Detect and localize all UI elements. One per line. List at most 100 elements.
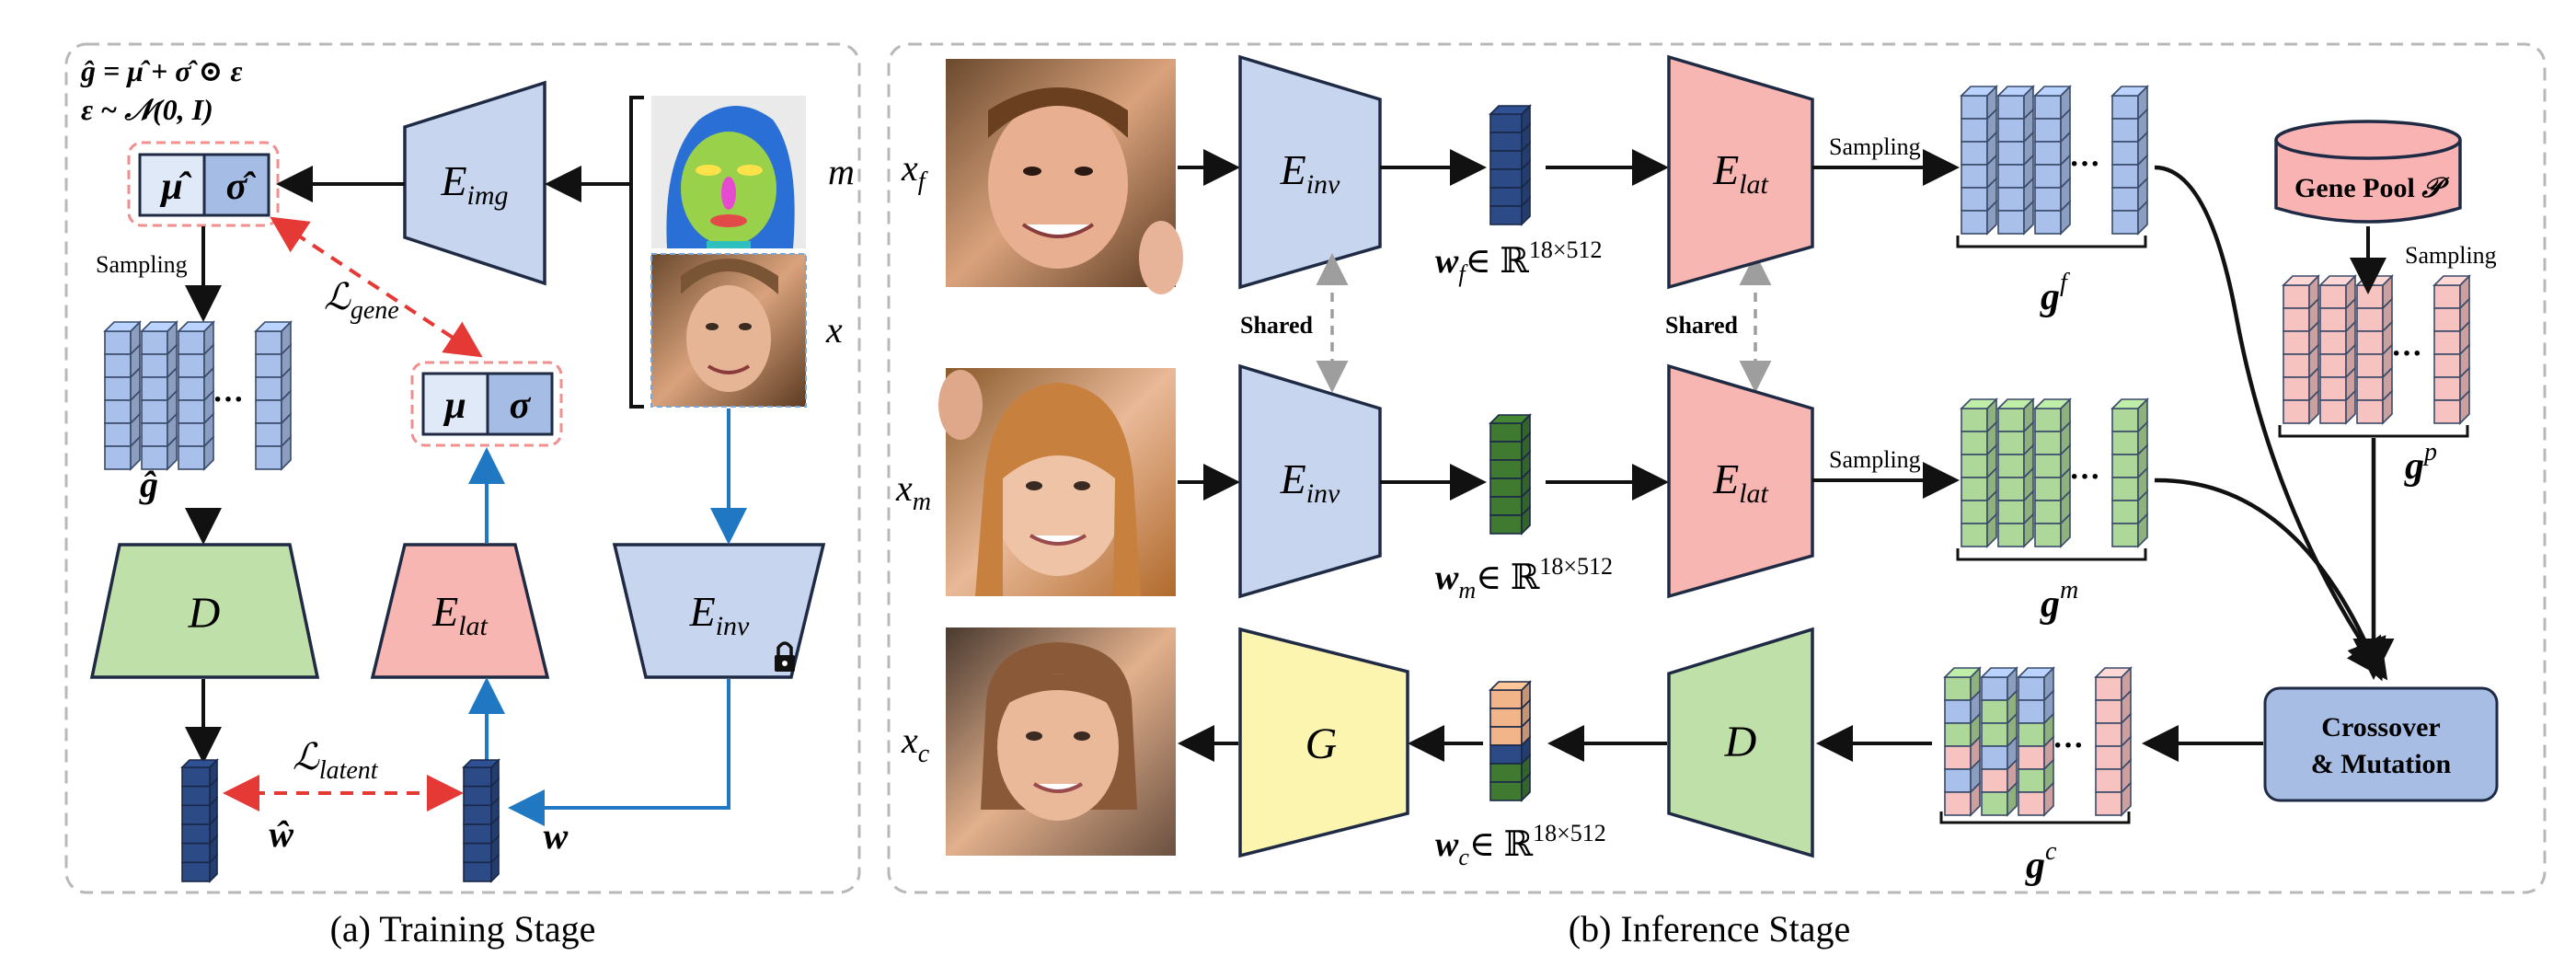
gp-column xyxy=(2432,274,2471,425)
sigma-label: σ xyxy=(510,385,532,427)
e-inv-encoder-mid xyxy=(1238,363,1382,599)
e-lat-encoder-top xyxy=(1667,54,1814,290)
g-hat-label: ĝ xyxy=(139,464,158,505)
label-xf: xf xyxy=(901,147,928,196)
e-img-label: Eimg xyxy=(440,157,508,211)
gp-column xyxy=(2318,274,2357,425)
mu-sigma-hat-group xyxy=(127,141,280,227)
formula-g-hat: ĝ = μ̂ + σ̂ ⊙ ε xyxy=(80,54,242,87)
face-image-x xyxy=(651,254,806,407)
e-inv-label-top: Einv xyxy=(1280,146,1340,200)
gc-column xyxy=(1943,666,1982,817)
face-image-xm xyxy=(938,368,1176,596)
d-label-training: D xyxy=(188,589,221,638)
wm-latent-stack xyxy=(1489,413,1532,535)
gf-column xyxy=(1960,85,1998,236)
formula-epsilon: ε ~ 𝒩(0, I) xyxy=(81,93,213,126)
label-xc: xc xyxy=(901,719,930,768)
g-hat-gene-block: ··· xyxy=(103,320,293,471)
wf-label: wf∈ ℝ18×512 xyxy=(1435,236,1602,287)
e-inv-label-training: Einv xyxy=(689,588,750,641)
w-hat-label: ŵ xyxy=(269,813,294,855)
loss-gene-arrow xyxy=(270,216,483,358)
e-lat-label-top: Elat xyxy=(1712,146,1768,200)
crossover-label-line2: & Mutation xyxy=(2311,749,2452,779)
gm-gene-block: ··· xyxy=(1960,397,2149,548)
training-stage-frame xyxy=(64,42,861,894)
wc-column xyxy=(1489,680,1532,802)
g-hat-column xyxy=(177,320,215,471)
gm-column xyxy=(1996,397,2035,548)
wf-latent-stack xyxy=(1489,104,1532,226)
e-lat-encoder-mid xyxy=(1667,363,1814,599)
curve-gm-to-crossover xyxy=(2154,478,2386,682)
brace-gp xyxy=(2278,425,2469,438)
gp-column xyxy=(2355,274,2394,425)
gf-column xyxy=(1996,85,2035,236)
w-column xyxy=(462,758,500,883)
g-generator xyxy=(1238,627,1409,858)
gf-column xyxy=(2033,85,2072,236)
sigma-hat-box xyxy=(202,153,270,217)
label-xm: xm xyxy=(895,467,931,516)
arrow-einv-to-w xyxy=(508,679,730,826)
gm-label: gm xyxy=(2040,576,2078,626)
face-image-x-border xyxy=(650,253,807,408)
d-decoder-inference xyxy=(1667,627,1814,858)
gm-column xyxy=(1960,397,1998,548)
crossover-label-line1: Crossover xyxy=(2321,712,2440,743)
gf-label: gf xyxy=(2040,269,2070,318)
sampling-label-top: Sampling xyxy=(1829,133,1921,160)
d-label-inference: D xyxy=(1724,718,1757,766)
w-latent-stack xyxy=(462,758,500,883)
gm-column xyxy=(2033,397,2072,548)
gp-gene-block: ··· xyxy=(2282,274,2471,425)
g-hat-column xyxy=(103,320,142,471)
mu-sigma-group xyxy=(410,361,563,447)
mask-image-m xyxy=(651,96,806,248)
gp-label: gp xyxy=(2404,438,2437,488)
e-inv-label-mid: Einv xyxy=(1280,455,1340,509)
g-label: G xyxy=(1305,719,1338,768)
inference-caption: (b) Inference Stage xyxy=(1569,908,1850,950)
brace-gm xyxy=(1956,548,2147,561)
wm-label: wm∈ ℝ18×512 xyxy=(1435,553,1613,604)
wf-column xyxy=(1489,104,1532,226)
wc-latent-stack xyxy=(1489,680,1532,802)
sampling-label-pool: Sampling xyxy=(2405,242,2497,269)
shared-label-einv: Shared xyxy=(1240,312,1314,339)
face-image-xc xyxy=(946,627,1176,856)
gc-column xyxy=(2094,666,2133,817)
training-caption: (a) Training Stage xyxy=(330,908,596,950)
gc-gene-block: ··· xyxy=(1943,666,2133,817)
gf-gene-block: ··· xyxy=(1960,85,2149,236)
gene-pool-cylinder xyxy=(2274,120,2462,224)
d-decoder-training xyxy=(89,543,320,679)
gc-column xyxy=(2017,666,2055,817)
g-hat-ellipsis: ··· xyxy=(213,383,244,417)
mu-hat-box xyxy=(138,153,206,217)
sigma-box xyxy=(486,372,554,436)
shared-label-elat: Shared xyxy=(1665,312,1739,339)
gene-pool-label: Gene Pool 𝒫 xyxy=(2294,173,2449,203)
gf-column xyxy=(2110,85,2149,236)
inference-stage-frame xyxy=(887,42,2547,894)
gf-ellipsis: ··· xyxy=(2069,147,2100,181)
sampling-label-mid: Sampling xyxy=(1829,446,1921,473)
gm-ellipsis: ··· xyxy=(2069,460,2100,494)
e-inv-encoder-training xyxy=(612,543,826,679)
gc-label: gc xyxy=(2025,837,2057,887)
label-m: m xyxy=(828,151,855,192)
gp-column xyxy=(2282,274,2320,425)
loss-gene-label: ℒgene xyxy=(324,276,399,325)
wc-label: wc∈ ℝ18×512 xyxy=(1435,820,1606,870)
loss-latent-label: ℒlatent xyxy=(293,736,379,785)
crossover-mutation-box xyxy=(2263,686,2499,802)
w-label-training: w xyxy=(544,815,569,857)
e-lat-encoder-training xyxy=(370,543,550,679)
curve-gf-to-crossover xyxy=(2154,165,2388,681)
gc-ellipsis: ··· xyxy=(2053,729,2084,763)
w-hat-column xyxy=(180,758,219,883)
image-bracket xyxy=(629,96,644,409)
